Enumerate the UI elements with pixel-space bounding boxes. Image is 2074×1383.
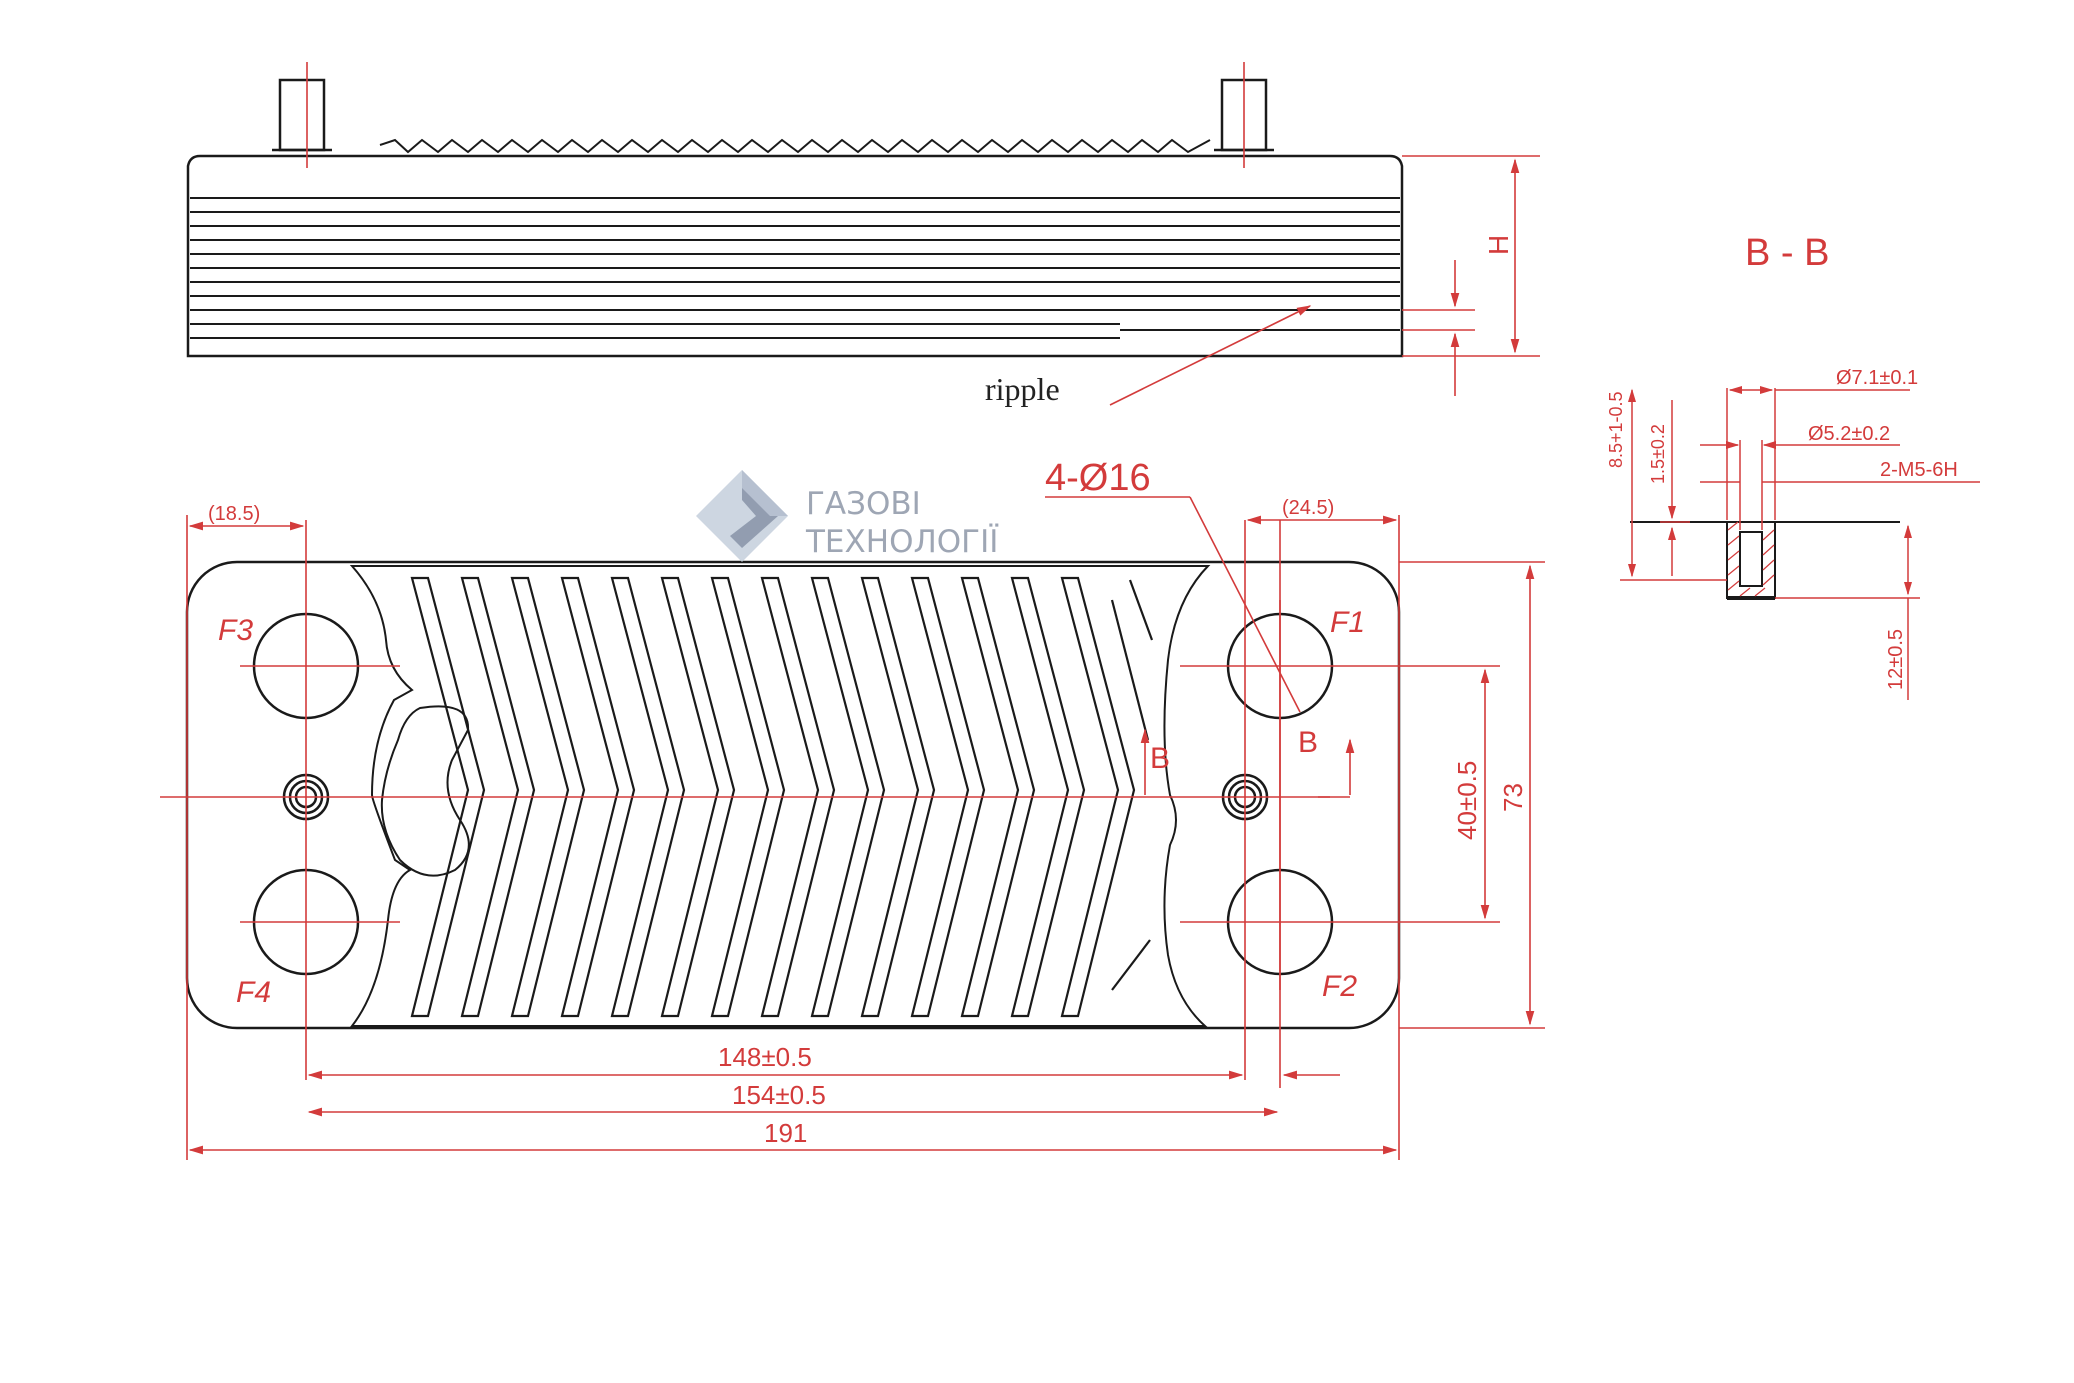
dim-depth-c: 12±0.5 bbox=[1885, 629, 1907, 690]
side-connector-left bbox=[272, 78, 332, 152]
distribution-pocket bbox=[380, 705, 470, 877]
ripple-edge bbox=[379, 138, 1211, 154]
port-label-f1: F1 bbox=[1330, 606, 1365, 639]
front-view-dimensions bbox=[160, 496, 1545, 1160]
front-view bbox=[185, 560, 1401, 1030]
section-mark-right: B bbox=[1298, 726, 1318, 759]
port-label-f4: F4 bbox=[236, 976, 271, 1009]
dim-depth-b: 1.5±0.2 bbox=[1648, 424, 1668, 484]
logo-mark-icon bbox=[696, 470, 788, 562]
dim-thread: 2-M5-6H bbox=[1880, 459, 1958, 481]
ripple-label: ripple bbox=[985, 371, 1060, 407]
dim-inner-diameter: Ø5.2±0.2 bbox=[1808, 423, 1890, 445]
dim-191: 191 bbox=[764, 1118, 807, 1148]
section-mark-left: B bbox=[1150, 742, 1170, 775]
section-view bbox=[1630, 521, 1900, 600]
section-title: B - B bbox=[1745, 232, 1829, 274]
height-label: H bbox=[1483, 235, 1514, 255]
side-body bbox=[186, 154, 1404, 358]
dim-148: 148±0.5 bbox=[718, 1042, 812, 1072]
holes-label: 4-Ø16 bbox=[1045, 457, 1151, 499]
side-view bbox=[186, 78, 1404, 358]
dim-left-offset: (18.5) bbox=[208, 503, 260, 525]
gasket-outline bbox=[349, 565, 1211, 1027]
side-view-dimensions bbox=[306, 62, 1540, 406]
watermark-logo: ГАЗОВІ ТЕХНОЛОГІЇ bbox=[696, 470, 999, 562]
section-dimensions bbox=[1620, 385, 1980, 700]
dim-73: 73 bbox=[1498, 783, 1528, 812]
chevron-ribs bbox=[410, 576, 1154, 1018]
logo-line-2: ТЕХНОЛОГІЇ bbox=[805, 524, 999, 560]
dim-40: 40±0.5 bbox=[1452, 761, 1482, 840]
dim-right-offset: (24.5) bbox=[1282, 497, 1334, 519]
section-hatch bbox=[1727, 521, 1775, 597]
port-label-f3: F3 bbox=[218, 614, 253, 647]
logo-line-1: ГАЗОВІ bbox=[806, 486, 921, 522]
port-label-f2: F2 bbox=[1322, 970, 1357, 1003]
dim-depth-a: 8.5+1-0.5 bbox=[1606, 391, 1626, 468]
dim-154: 154±0.5 bbox=[732, 1080, 826, 1110]
plate-lines bbox=[190, 197, 1400, 339]
dim-outer-diameter: Ø7.1±0.1 bbox=[1836, 367, 1918, 389]
